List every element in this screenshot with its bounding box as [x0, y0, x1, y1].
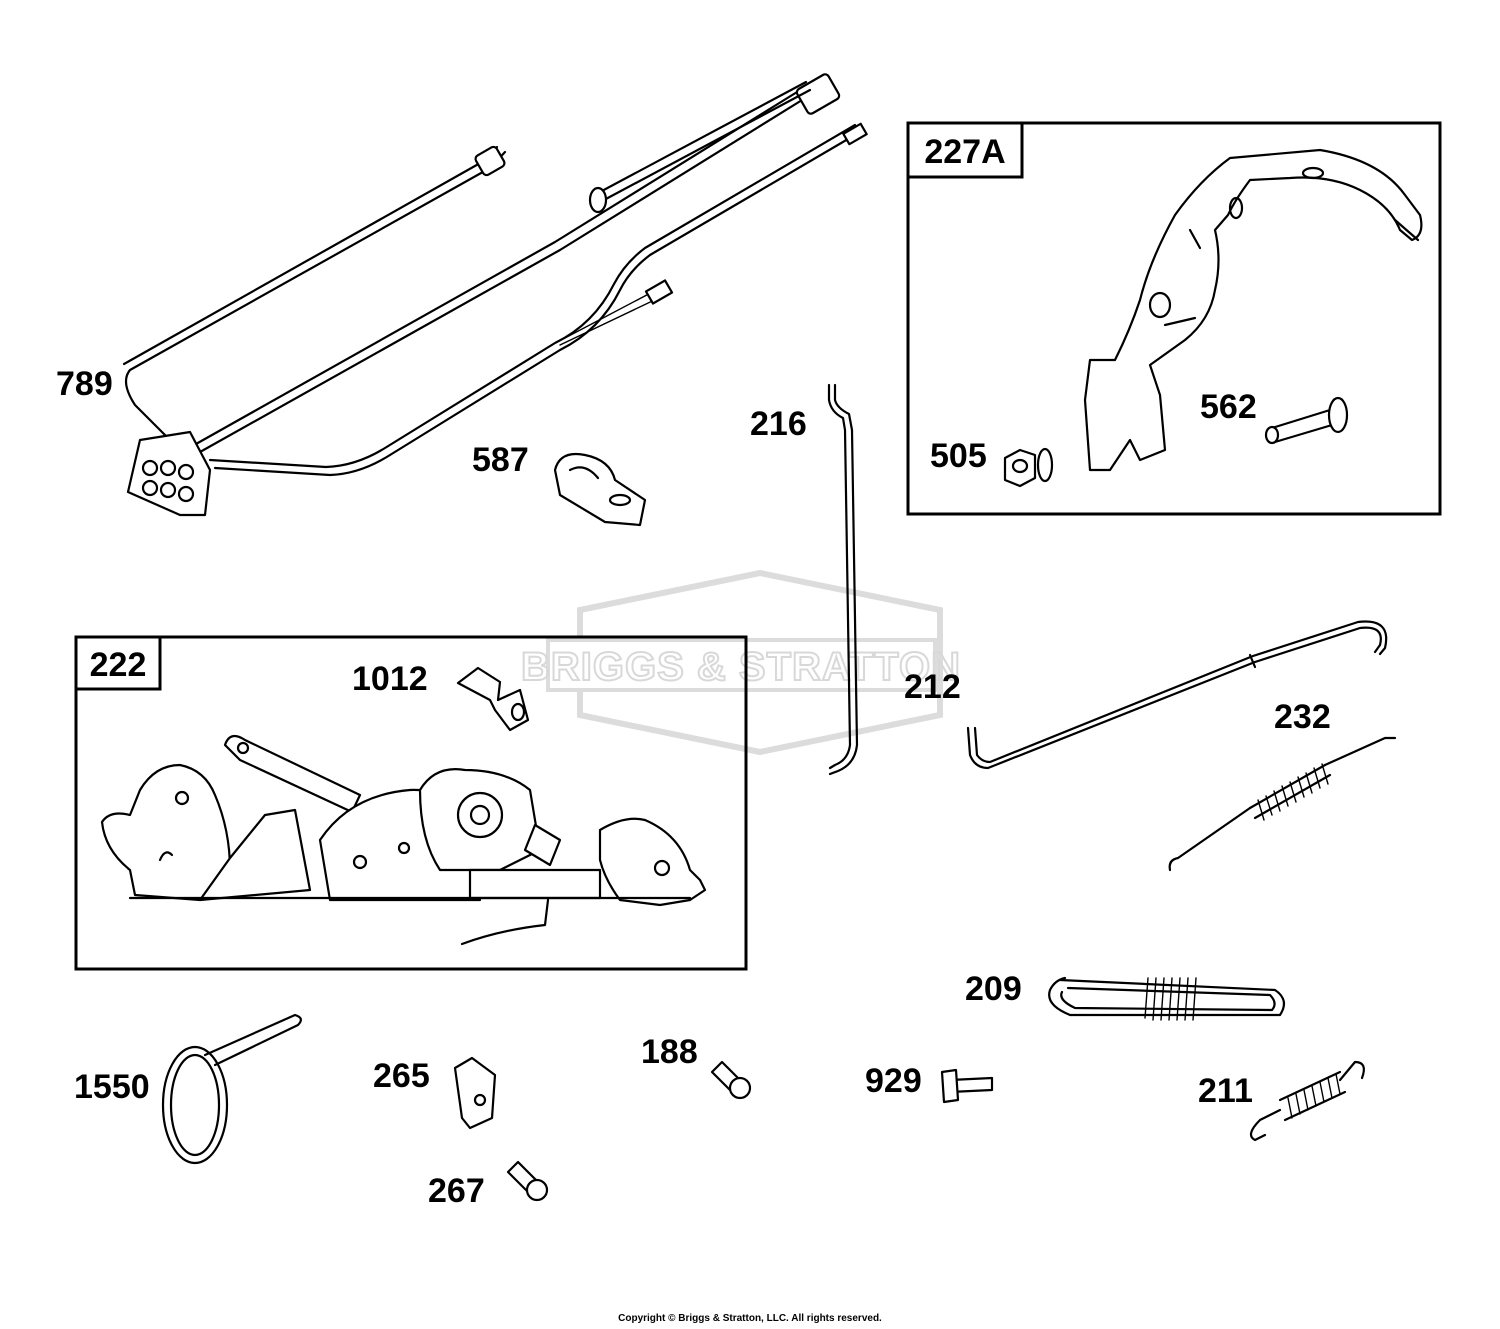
label-211[interactable]: 211 — [1198, 1072, 1253, 1110]
box-227a: 227A — [906, 121, 1442, 516]
copyright-notice: Copyright © Briggs & Stratton, LLC. All … — [618, 1313, 882, 1324]
label-209[interactable]: 209 — [965, 970, 1022, 1008]
part-232-spring[interactable] — [1168, 736, 1397, 872]
label-1012[interactable]: 1012 — [352, 660, 428, 698]
label-505[interactable]: 505 — [930, 437, 987, 475]
part-1550-torsion-spring[interactable] — [161, 1013, 302, 1165]
label-267[interactable]: 267 — [428, 1172, 485, 1210]
part-labels: 789 587 216 505 562 1012 212 232 209 155… — [56, 365, 1331, 1210]
part-929-bolt[interactable] — [940, 1068, 994, 1104]
part-212-rod[interactable] — [966, 620, 1388, 770]
label-1550[interactable]: 1550 — [74, 1068, 150, 1106]
label-212[interactable]: 212 — [904, 668, 961, 706]
part-209-spring[interactable] — [1048, 976, 1286, 1021]
label-188[interactable]: 188 — [641, 1033, 698, 1071]
label-232[interactable]: 232 — [1274, 698, 1331, 736]
box-222-label: 222 — [90, 646, 147, 684]
part-1012-bracket[interactable] — [456, 666, 530, 732]
label-216[interactable]: 216 — [750, 405, 807, 443]
part-267-screw[interactable] — [506, 1160, 549, 1202]
label-789[interactable]: 789 — [56, 365, 113, 403]
box-222: 222 — [74, 635, 748, 971]
label-929[interactable]: 929 — [865, 1062, 922, 1100]
part-211-spring[interactable] — [1249, 1060, 1365, 1142]
part-188-screw[interactable] — [710, 1060, 752, 1100]
part-222-governor-assembly[interactable] — [100, 734, 707, 946]
box-227a-label: 227A — [924, 133, 1005, 171]
part-265-clip[interactable] — [453, 1056, 497, 1130]
watermark: BRIGGS & STRATTON — [520, 569, 961, 756]
part-562-pin[interactable] — [1264, 396, 1349, 445]
part-505-nut[interactable] — [1003, 447, 1054, 488]
part-587-clamp[interactable] — [553, 452, 647, 527]
watermark-text: BRIGGS & STRATTON — [521, 645, 961, 689]
part-789-wire-harness[interactable] — [122, 73, 868, 517]
label-265[interactable]: 265 — [373, 1057, 430, 1095]
label-587[interactable]: 587 — [472, 441, 529, 479]
part-216-rod[interactable] — [827, 383, 859, 776]
part-227a-bracket[interactable] — [1083, 148, 1423, 472]
label-562[interactable]: 562 — [1200, 388, 1257, 426]
